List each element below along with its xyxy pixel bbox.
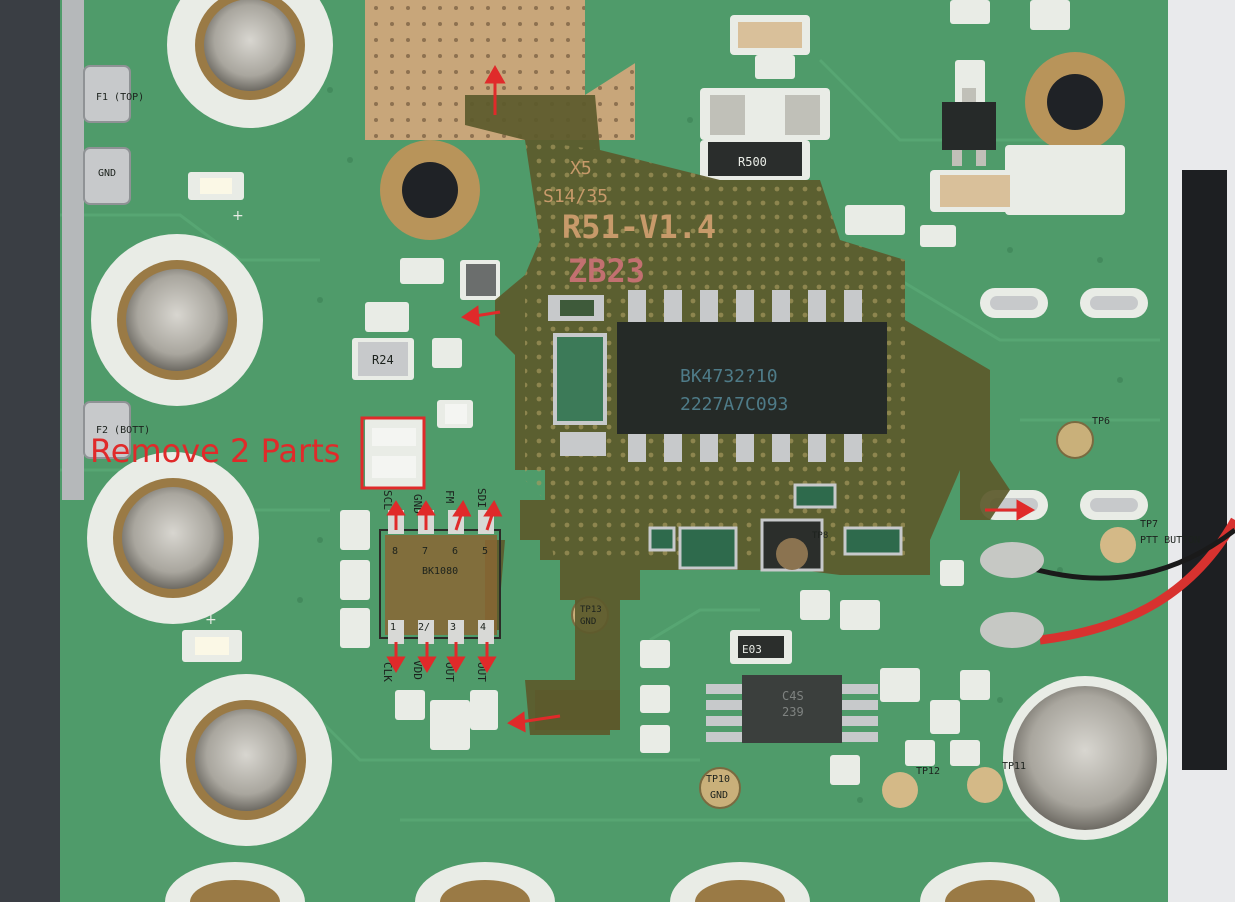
label-e03: E03: [742, 643, 762, 656]
label-tp6: TP6: [1092, 416, 1110, 427]
bk1080-pin-8: 8: [392, 546, 398, 557]
bk1080-chip: [379, 510, 501, 644]
transistor-top-right: [942, 88, 996, 166]
pin-label-fm: FM: [443, 490, 456, 504]
label-f1-top: F1 (TOP): [96, 92, 144, 103]
bk1080-pin-5: 5: [482, 546, 488, 557]
mount-hole-left: [380, 140, 480, 240]
flex-code-x5: X5: [570, 158, 592, 179]
contact-pad-3: [87, 452, 259, 624]
label-tp10-gnd: GND: [710, 790, 728, 801]
label-ptt-button: PTT BUTTON: [1140, 535, 1200, 546]
flex-code-zb23: ZB23: [568, 252, 645, 290]
label-tp12: TP12: [916, 766, 940, 777]
flex-code-date: S14/35: [543, 186, 608, 207]
label-r24: R24: [372, 353, 394, 367]
label-r500: R500: [738, 155, 767, 169]
led-top: [188, 172, 244, 200]
red-arrows: [386, 64, 1036, 733]
contact-pad-2: [91, 234, 263, 406]
flex-transistor: [760, 518, 824, 572]
label-tp11: TP11: [1002, 761, 1026, 772]
led-bottom: [182, 630, 242, 662]
remove-parts-box: [360, 416, 426, 490]
label-tp13: TP13: [580, 605, 602, 615]
label-tp13-gnd: GND: [580, 617, 596, 627]
remove-parts-label: Remove 2 Parts: [90, 432, 340, 470]
label-f2-bott: F2 (BOTT): [96, 425, 150, 436]
label-plus-top: +: [232, 208, 244, 224]
main-ic: [617, 290, 887, 462]
mount-hole-right: [1025, 52, 1125, 152]
bk1080-label: BK1080: [422, 566, 458, 577]
bk1080-pin-2: 2/: [418, 622, 430, 633]
pin-label-vdd: VDD: [411, 660, 424, 680]
main-ic-marking-1: BK4732?10: [680, 366, 778, 387]
label-c4s-1: C4S: [782, 689, 804, 703]
flex-board-title: R51-V1.4: [562, 208, 716, 246]
bk1080-pin-6: 6: [452, 546, 458, 557]
bk1080-pin-3: 3: [450, 622, 456, 633]
contact-pad-top: [167, 0, 333, 128]
main-ic-marking-2: 2227A7C093: [680, 394, 788, 415]
label-tp7: TP7: [1140, 519, 1158, 530]
label-tp10: TP10: [706, 774, 730, 785]
label-c4s-2: 239: [782, 705, 804, 719]
ptt-wire: [980, 517, 1235, 648]
label-plus-bottom: +: [205, 612, 217, 628]
pin-label-scl: SCL: [381, 490, 394, 510]
contact-pad-4: [160, 674, 332, 846]
label-tp8: TP8: [812, 531, 828, 541]
bk1080-pin-4: 4: [480, 622, 486, 633]
label-gnd: GND: [98, 168, 116, 179]
bk1080-pin-7: 7: [422, 546, 428, 557]
microphone: [1003, 676, 1167, 840]
pin-label-clk: CLK: [381, 662, 394, 682]
bk1080-pin-1: 1: [390, 622, 396, 633]
pin-label-sdi: SDI: [475, 488, 488, 508]
ic-c4s: [706, 675, 878, 743]
